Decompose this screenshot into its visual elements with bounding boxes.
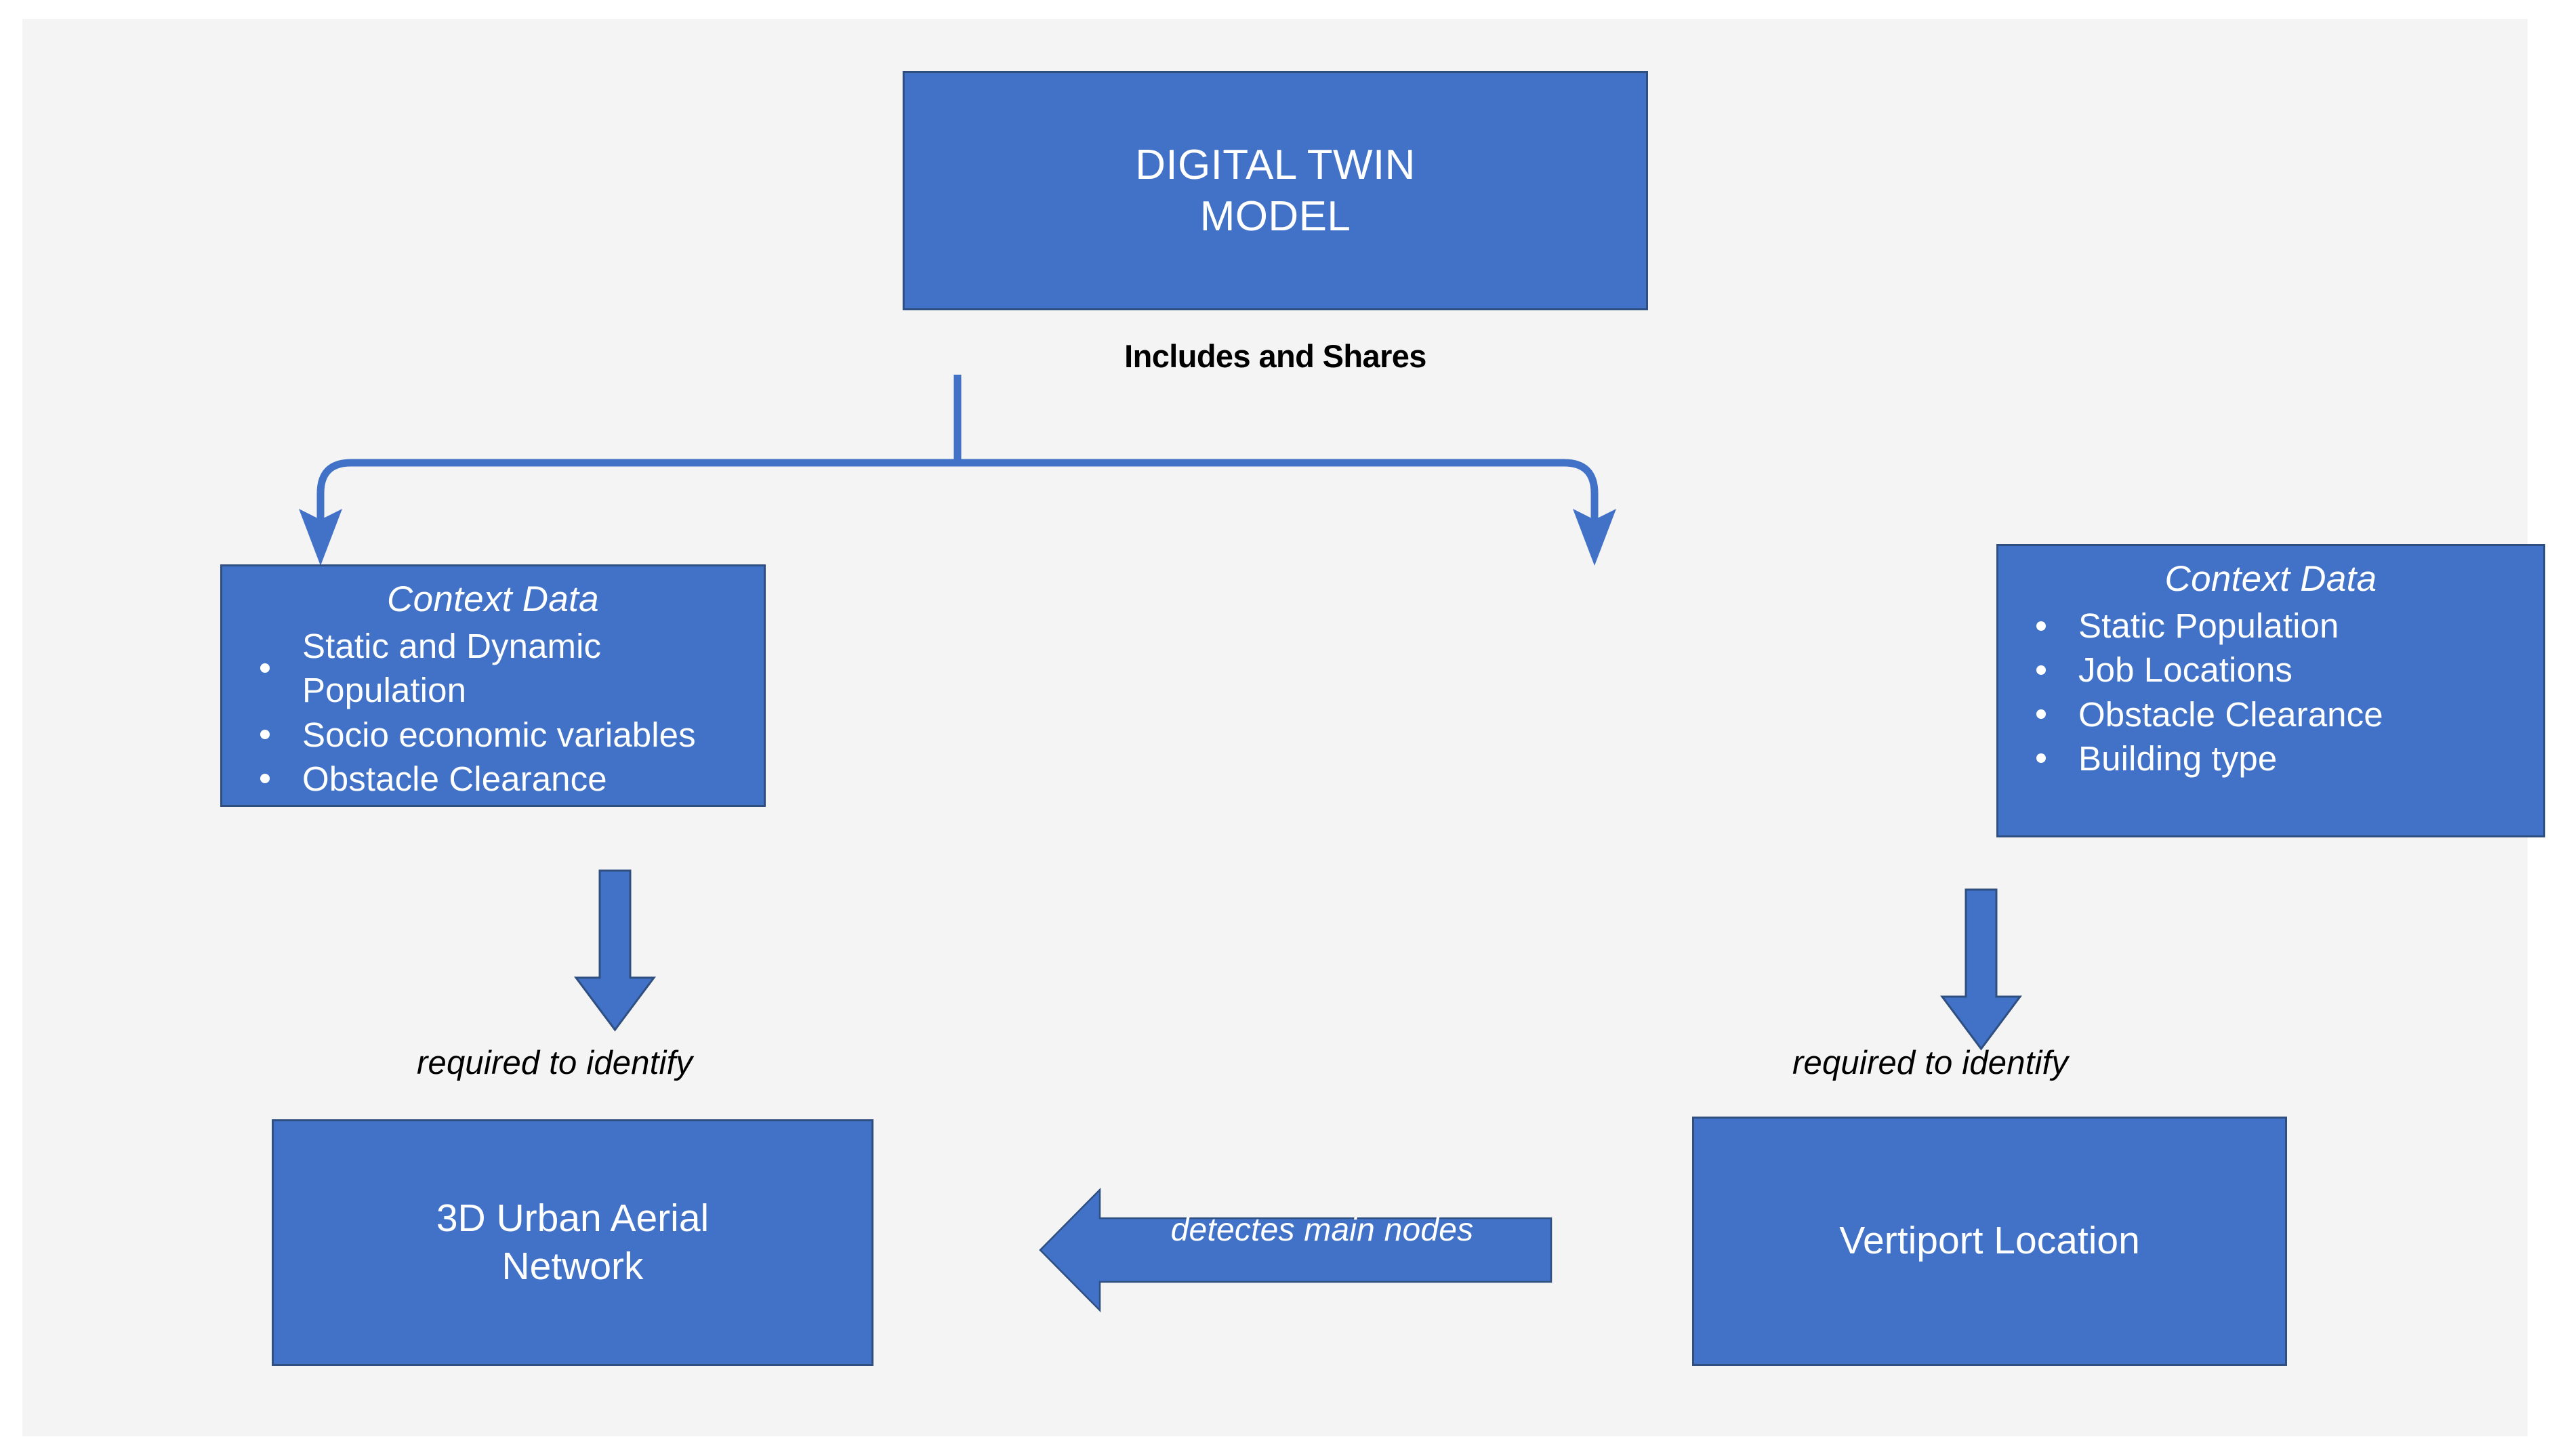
edge-label-required-to-identify-right: required to identify — [1792, 1045, 2069, 1081]
context-data-left-list: Static and Dynamic Population Socio econ… — [222, 624, 764, 801]
list-item: Obstacle Clearance — [2025, 692, 2543, 736]
edge-label-includes-and-shares: Includes and Shares — [1124, 338, 1426, 374]
node-digital-twin-model-line1: DIGITAL TWIN — [1135, 141, 1416, 188]
branch-connector-arrow — [299, 375, 1616, 566]
list-item: Static and Dynamic Population — [249, 624, 764, 713]
node-3d-urban-aerial-network[interactable]: 3D Urban Aerial Network — [272, 1119, 873, 1366]
list-item-label: Socio economic variables — [302, 715, 696, 754]
down-arrow-icon-left — [574, 869, 656, 1032]
bullet-dot-icon — [2036, 621, 2046, 631]
list-item-label: Job Locations — [2078, 650, 2293, 690]
node-digital-twin-model-line2: MODEL — [1199, 192, 1351, 240]
node-3d-urban-aerial-network-line2: Network — [501, 1245, 644, 1288]
node-digital-twin-model[interactable]: DIGITAL TWIN MODEL — [903, 71, 1648, 310]
node-context-data-right[interactable]: Context Data Static Population Job Locat… — [1996, 544, 2545, 837]
node-vertiport-location-line1: Vertiport Location — [1839, 1219, 2140, 1263]
node-vertiport-location[interactable]: Vertiport Location — [1692, 1117, 2287, 1366]
bullet-dot-icon — [260, 774, 270, 784]
node-digital-twin-model-label: DIGITAL TWIN MODEL — [1135, 140, 1416, 242]
node-vertiport-location-label: Vertiport Location — [1839, 1217, 2140, 1265]
list-item-label: Static and Dynamic Population — [302, 627, 602, 710]
list-item: Building type — [2025, 736, 2543, 781]
arrow-label-detectes-main-nodes: detectes main nodes — [1170, 1212, 1474, 1248]
list-item-label: Building type — [2078, 739, 2278, 778]
node-3d-urban-aerial-network-line1: 3D Urban Aerial — [436, 1196, 710, 1240]
bullet-dot-icon — [2036, 709, 2046, 720]
list-item: Socio economic variables — [249, 713, 764, 757]
list-item: Static Population — [2025, 604, 2543, 648]
list-item-label: Static Population — [2078, 606, 2339, 645]
diagram-canvas: DIGITAL TWIN MODEL Includes and Shares C… — [22, 19, 2545, 1436]
node-context-data-left-title: Context Data — [387, 579, 599, 619]
bullet-dot-icon — [260, 730, 270, 740]
edge-label-required-to-identify-left: required to identify — [417, 1045, 693, 1081]
list-item-label: Obstacle Clearance — [2078, 694, 2383, 734]
bullet-dot-icon — [260, 663, 270, 673]
list-item-label: Obstacle Clearance — [302, 759, 607, 798]
left-arrow-icon-detect-main-nodes — [1039, 1187, 1552, 1313]
list-item: Obstacle Clearance — [249, 757, 764, 801]
node-3d-urban-aerial-network-label: 3D Urban Aerial Network — [436, 1194, 709, 1291]
list-item: Job Locations — [2025, 648, 2543, 692]
down-arrow-icon-right — [1940, 888, 2022, 1051]
context-data-right-list: Static Population Job Locations Obstacle… — [1998, 604, 2543, 781]
bullet-dot-icon — [2036, 665, 2046, 675]
bullet-dot-icon — [2036, 753, 2046, 764]
node-context-data-left[interactable]: Context Data Static and Dynamic Populati… — [220, 564, 766, 807]
node-context-data-right-title: Context Data — [2164, 559, 2377, 599]
